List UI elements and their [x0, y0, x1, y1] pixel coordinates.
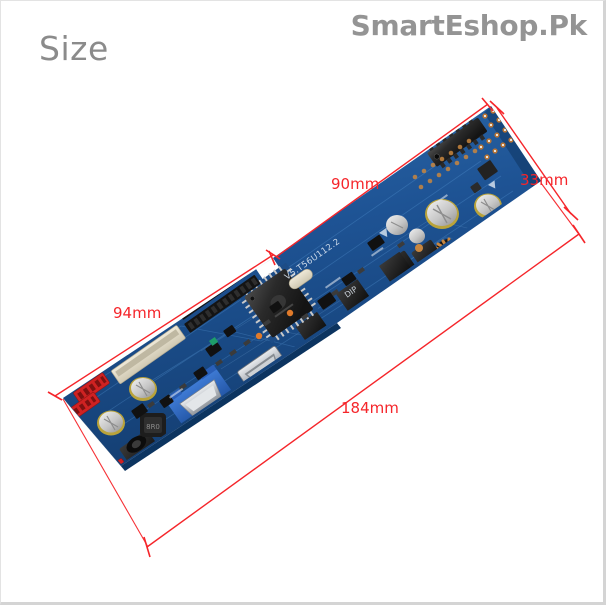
hdmi-connector: [237, 346, 291, 395]
dimension-annotations: [47, 97, 586, 558]
inductor-toroid: [433, 237, 465, 269]
dimension-line-90mm: [268, 97, 494, 266]
usb-a-connector: [463, 265, 520, 320]
pcb-substrate: [63, 106, 541, 471]
ir-header-red-2: [69, 392, 101, 419]
dimension-label-184mm: 184mm: [341, 399, 399, 417]
lvds-connector: [111, 325, 186, 384]
shield-can: [498, 205, 538, 264]
page-title: Size: [39, 29, 109, 68]
mounting-hole-group: [63, 244, 423, 462]
pin-header-left-row2: [184, 275, 261, 333]
electrolytic-capacitor-group-right: [386, 193, 530, 244]
silkscreen-dip: DIP: [343, 285, 359, 300]
rca-jack-group: [293, 252, 428, 369]
extension-lines: [62, 182, 579, 548]
vga-connector: [164, 364, 240, 438]
ir-header-red-1: [73, 372, 110, 404]
dimension-line-33mm: [489, 100, 579, 221]
via-pad-row-top: [466, 108, 514, 160]
electrolytic-capacitor-group-left: 8R0: [78, 377, 166, 464]
dip-ic: [427, 117, 487, 169]
power-inductor: 8R0: [140, 413, 166, 437]
dimension-line-184mm: [143, 224, 586, 558]
ir-header-red-3: [100, 458, 128, 464]
qfn-ic: [477, 160, 498, 181]
dimension-line-94mm: [47, 249, 281, 401]
crystal-oscillator: [288, 268, 313, 290]
dimension-label-90mm: 90mm: [331, 175, 380, 193]
pin-header-left: [177, 262, 254, 320]
dimension-label-33mm: 33mm: [520, 171, 569, 189]
watermark: SmartEshop.Pk: [350, 9, 588, 42]
choke: [78, 440, 100, 464]
dc-power-jack: [119, 430, 166, 464]
dimension-label-94mm: 94mm: [113, 304, 162, 322]
smd-components: [131, 234, 385, 419]
audio-jack-group: [383, 240, 447, 293]
main-scaler-ic: [238, 262, 320, 344]
green-smd: [209, 336, 219, 346]
silkscreen-version: V5.T56U112.2: [283, 237, 342, 283]
pcb-surface-detail: 8R0: [63, 108, 538, 464]
smd-resistors: [147, 240, 406, 409]
svg-text:8R0: 8R0: [146, 423, 160, 431]
